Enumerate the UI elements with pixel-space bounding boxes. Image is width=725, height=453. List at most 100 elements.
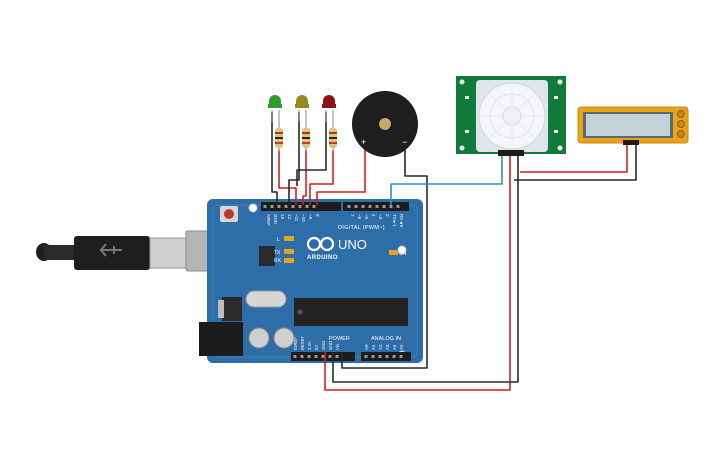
digital-pins bbox=[263, 205, 400, 208]
wire-green-led-anode[interactable] bbox=[278, 150, 297, 205]
lcd-pins bbox=[623, 140, 639, 145]
led-on-indicator bbox=[389, 250, 398, 255]
board-model: UNO bbox=[338, 237, 367, 252]
digital-pin[interactable] bbox=[375, 205, 379, 208]
digital-pin-label: AREF bbox=[266, 214, 271, 226]
header-pin[interactable] bbox=[328, 355, 332, 358]
power-jack bbox=[199, 322, 243, 356]
header-pin[interactable] bbox=[385, 355, 389, 358]
header-pin[interactable] bbox=[364, 355, 368, 358]
capacitor-1 bbox=[248, 327, 270, 349]
header-pin[interactable] bbox=[335, 355, 339, 358]
power-pin-label: IOREF bbox=[293, 337, 298, 350]
power-analog-pins bbox=[293, 355, 403, 358]
digital-header-label: DIGITAL (PWM~) bbox=[338, 225, 385, 231]
led-yellow[interactable] bbox=[295, 95, 309, 128]
arduino-logo: UNO ARDUINO bbox=[306, 236, 367, 261]
digital-pin[interactable] bbox=[305, 205, 309, 208]
lcd-display[interactable] bbox=[577, 106, 689, 145]
digital-pin[interactable] bbox=[389, 205, 393, 208]
leds bbox=[268, 95, 336, 128]
usb-icon bbox=[99, 243, 122, 257]
digital-pin[interactable] bbox=[368, 205, 372, 208]
header-pin[interactable] bbox=[392, 355, 396, 358]
header-pin[interactable] bbox=[293, 355, 297, 358]
power-pin-label: Vin bbox=[335, 343, 340, 350]
digital-pin[interactable] bbox=[354, 205, 358, 208]
power-pin-label: RESET bbox=[300, 336, 305, 350]
led-tx-indicator bbox=[284, 249, 294, 254]
usb-chip bbox=[259, 246, 275, 266]
analog-pin-label: A5 bbox=[399, 344, 404, 350]
voltage-regulator bbox=[222, 297, 242, 321]
digital-pin-label: RX◄0 bbox=[399, 214, 404, 228]
power-pin-label: 5V bbox=[314, 345, 319, 350]
digital-pin-label: 8 bbox=[315, 214, 320, 217]
wire-pir-vcc[interactable] bbox=[324, 152, 511, 391]
wire-red-led-anode[interactable] bbox=[309, 150, 334, 205]
wire-pir-signal[interactable] bbox=[390, 152, 503, 205]
header-pin[interactable] bbox=[371, 355, 375, 358]
digital-pin-label: 13 bbox=[280, 214, 285, 220]
board-brand: ARDUINO bbox=[307, 255, 338, 261]
digital-pin[interactable] bbox=[270, 205, 274, 208]
resistor-yellow[interactable] bbox=[302, 112, 310, 152]
reset-button[interactable] bbox=[224, 209, 234, 219]
digital-pin-label: ~10 bbox=[301, 214, 306, 222]
digital-pin-label: ~3 bbox=[378, 214, 383, 220]
wires bbox=[271, 112, 637, 391]
wire-green-led-cathode[interactable] bbox=[271, 112, 278, 205]
header-pin[interactable] bbox=[378, 355, 382, 358]
header-pin[interactable] bbox=[307, 355, 311, 358]
led-rx-indicator bbox=[284, 258, 294, 263]
digital-pin[interactable] bbox=[361, 205, 365, 208]
header-pin[interactable] bbox=[314, 355, 318, 358]
digital-pin-label: 2 bbox=[385, 214, 390, 217]
atmega-chip bbox=[294, 298, 408, 326]
header-pin[interactable] bbox=[399, 355, 403, 358]
capacitor-2 bbox=[273, 327, 295, 349]
pir-motion-sensor[interactable] bbox=[456, 76, 566, 156]
wire-lcd-vcc[interactable] bbox=[520, 142, 628, 173]
wire-buzzer-plus[interactable] bbox=[316, 150, 366, 205]
digital-pin[interactable] bbox=[277, 205, 281, 208]
analog-pin-label: A0 bbox=[364, 344, 369, 350]
led-red[interactable] bbox=[322, 95, 336, 128]
buzzer-minus-label: − bbox=[402, 137, 407, 147]
wire-red-led-cathode[interactable] bbox=[296, 112, 327, 186]
wire-lcd-gnd[interactable] bbox=[514, 142, 637, 181]
digital-pin-label: 12 bbox=[287, 214, 292, 220]
wire-buzzer-minus[interactable] bbox=[341, 150, 428, 369]
led-green[interactable] bbox=[268, 95, 282, 128]
header-pin[interactable] bbox=[300, 355, 304, 358]
led-l-indicator bbox=[284, 236, 294, 241]
wire-pir-gnd[interactable] bbox=[332, 152, 519, 383]
digital-pin[interactable] bbox=[382, 205, 386, 208]
lcd-screen bbox=[586, 114, 670, 136]
digital-pin[interactable] bbox=[284, 205, 288, 208]
digital-pin[interactable] bbox=[347, 205, 351, 208]
power-pin-label: GND bbox=[321, 341, 326, 350]
label-rx: RX bbox=[274, 258, 282, 264]
digital-pin[interactable] bbox=[396, 205, 400, 208]
header-pin[interactable] bbox=[321, 355, 325, 358]
wire-yellow-led-anode[interactable] bbox=[302, 150, 307, 205]
piezo-buzzer[interactable]: + − bbox=[352, 91, 418, 157]
digital-pin-label: ~6 bbox=[357, 214, 362, 220]
digital-pin[interactable] bbox=[298, 205, 302, 208]
digital-pin-label: GND bbox=[273, 214, 278, 225]
digital-pin[interactable] bbox=[263, 205, 267, 208]
digital-pin[interactable] bbox=[291, 205, 295, 208]
label-on: ON bbox=[399, 251, 407, 257]
usb-plug bbox=[74, 236, 150, 270]
digital-pin-label: ~9 bbox=[308, 214, 313, 220]
digital-pin[interactable] bbox=[312, 205, 316, 208]
buzzer-plus-label: + bbox=[361, 137, 366, 147]
analog-pin-label: A4 bbox=[392, 344, 397, 350]
wire-yellow-led-cathode[interactable] bbox=[288, 112, 300, 205]
digital-header bbox=[261, 202, 409, 211]
